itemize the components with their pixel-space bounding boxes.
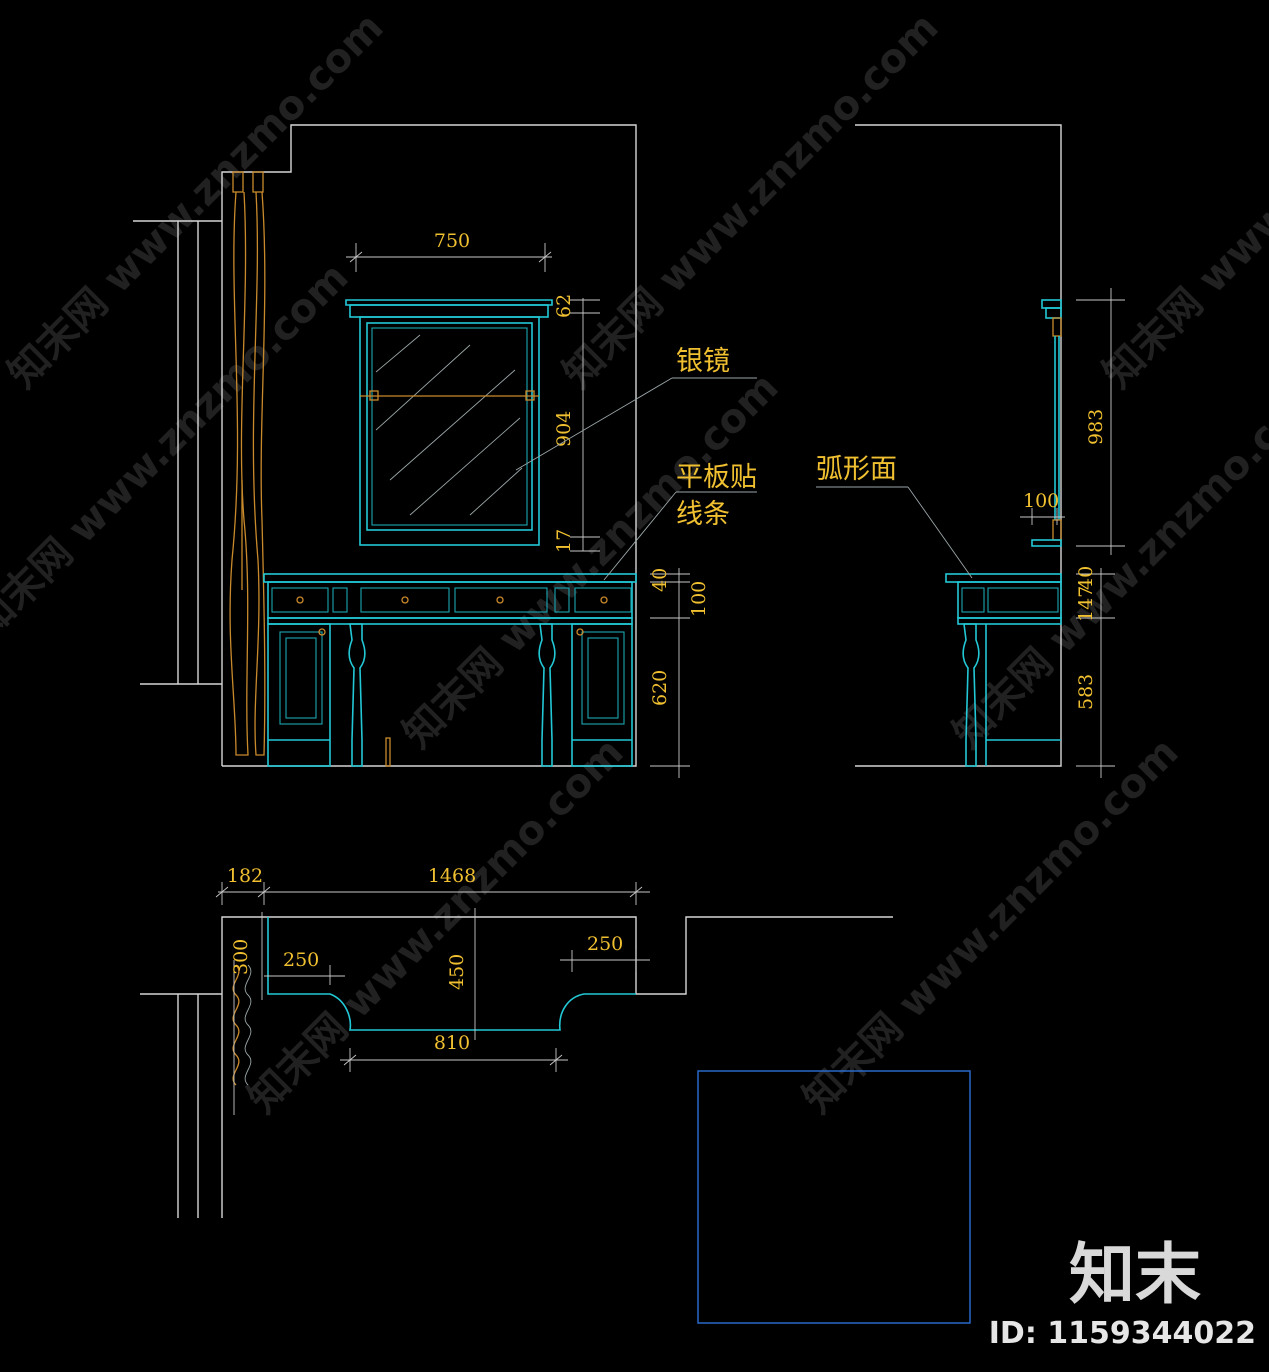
dim-text: 147 — [1075, 586, 1097, 622]
console-table — [263, 573, 637, 767]
label-arc-face: 弧形面 — [816, 454, 973, 579]
label-text: 银镜 — [676, 346, 730, 377]
label-mirror: 银镜 — [515, 346, 757, 471]
dimension-plan-right-wing: 250 — [560, 933, 650, 972]
dim-text: 40 — [649, 568, 671, 592]
front-elevation: 750 62 904 17 40 100 620 银 — [133, 124, 757, 778]
label-text: 线条 — [676, 499, 730, 530]
dim-text: 100 — [1023, 490, 1059, 512]
label-text: 平板贴 — [676, 462, 757, 493]
dimension-plan-top: 182 1468 — [215, 865, 650, 905]
dimension-750: 750 — [346, 230, 552, 272]
dimension-plan-depth: 450 — [446, 908, 476, 1040]
dim-text: 810 — [434, 1032, 470, 1054]
dim-text: 62 — [553, 294, 575, 318]
watermark: 知末网 www.znzmo.com — [555, 4, 948, 397]
dim-text: 1468 — [428, 865, 476, 887]
dimension-plan-center: 810 — [340, 1032, 568, 1072]
dimension-side-shelf: 100 — [1020, 490, 1065, 525]
dimension-plan-left-wing: 250 — [264, 949, 345, 985]
dimension-mirror-vertical: 62 904 17 — [553, 294, 600, 553]
dim-text: 250 — [587, 933, 623, 955]
image-id: ID: 1159344022 — [989, 1316, 1256, 1351]
dim-text: 250 — [283, 949, 319, 971]
dimension-side-vertical: 983 147 40 583 — [1075, 288, 1125, 778]
dim-text: 40 — [1075, 566, 1097, 590]
dimension-plan-wall: 300 — [230, 912, 263, 1000]
plan-curtain — [232, 960, 252, 1115]
dim-text: 182 — [227, 865, 263, 887]
watermark: 知末网 www.znzmo.com — [1095, 4, 1269, 397]
dim-text: 983 — [1085, 409, 1107, 445]
watermark: 知末网 www.znzmo.com — [240, 729, 633, 1122]
label-text: 弧形面 — [816, 454, 897, 485]
brand-logo: 知末 — [1069, 1236, 1201, 1313]
dim-text: 583 — [1075, 674, 1097, 710]
side-mirror — [1031, 299, 1062, 547]
watermark: 知末网 www.znzmo.com — [0, 4, 392, 397]
dim-text: 620 — [649, 670, 671, 706]
plan-view: 182 1468 300 250 450 250 810 — [140, 865, 893, 1218]
frame-box — [697, 1070, 971, 1324]
side-table — [945, 573, 1062, 767]
watermark-layer: 知末网 www.znzmo.com 知末网 www.znzmo.com 知末网 … — [0, 4, 1269, 1122]
curtain — [229, 171, 266, 756]
label-panel-lines: 平板贴 线条 — [603, 462, 757, 581]
dim-text: 17 — [553, 529, 575, 553]
dim-text: 300 — [230, 939, 252, 975]
dim-text: 450 — [446, 954, 468, 990]
watermark: 知末网 www.znzmo.com — [395, 364, 788, 757]
dim-text: 750 — [434, 230, 470, 252]
silver-mirror — [345, 299, 553, 546]
dim-text: 100 — [688, 581, 710, 617]
dimension-cabinet-vertical: 40 100 620 — [649, 568, 710, 778]
side-elevation: 983 147 40 583 100 弧形面 — [816, 124, 1125, 778]
watermark: 知末网 www.znzmo.com — [795, 729, 1188, 1122]
